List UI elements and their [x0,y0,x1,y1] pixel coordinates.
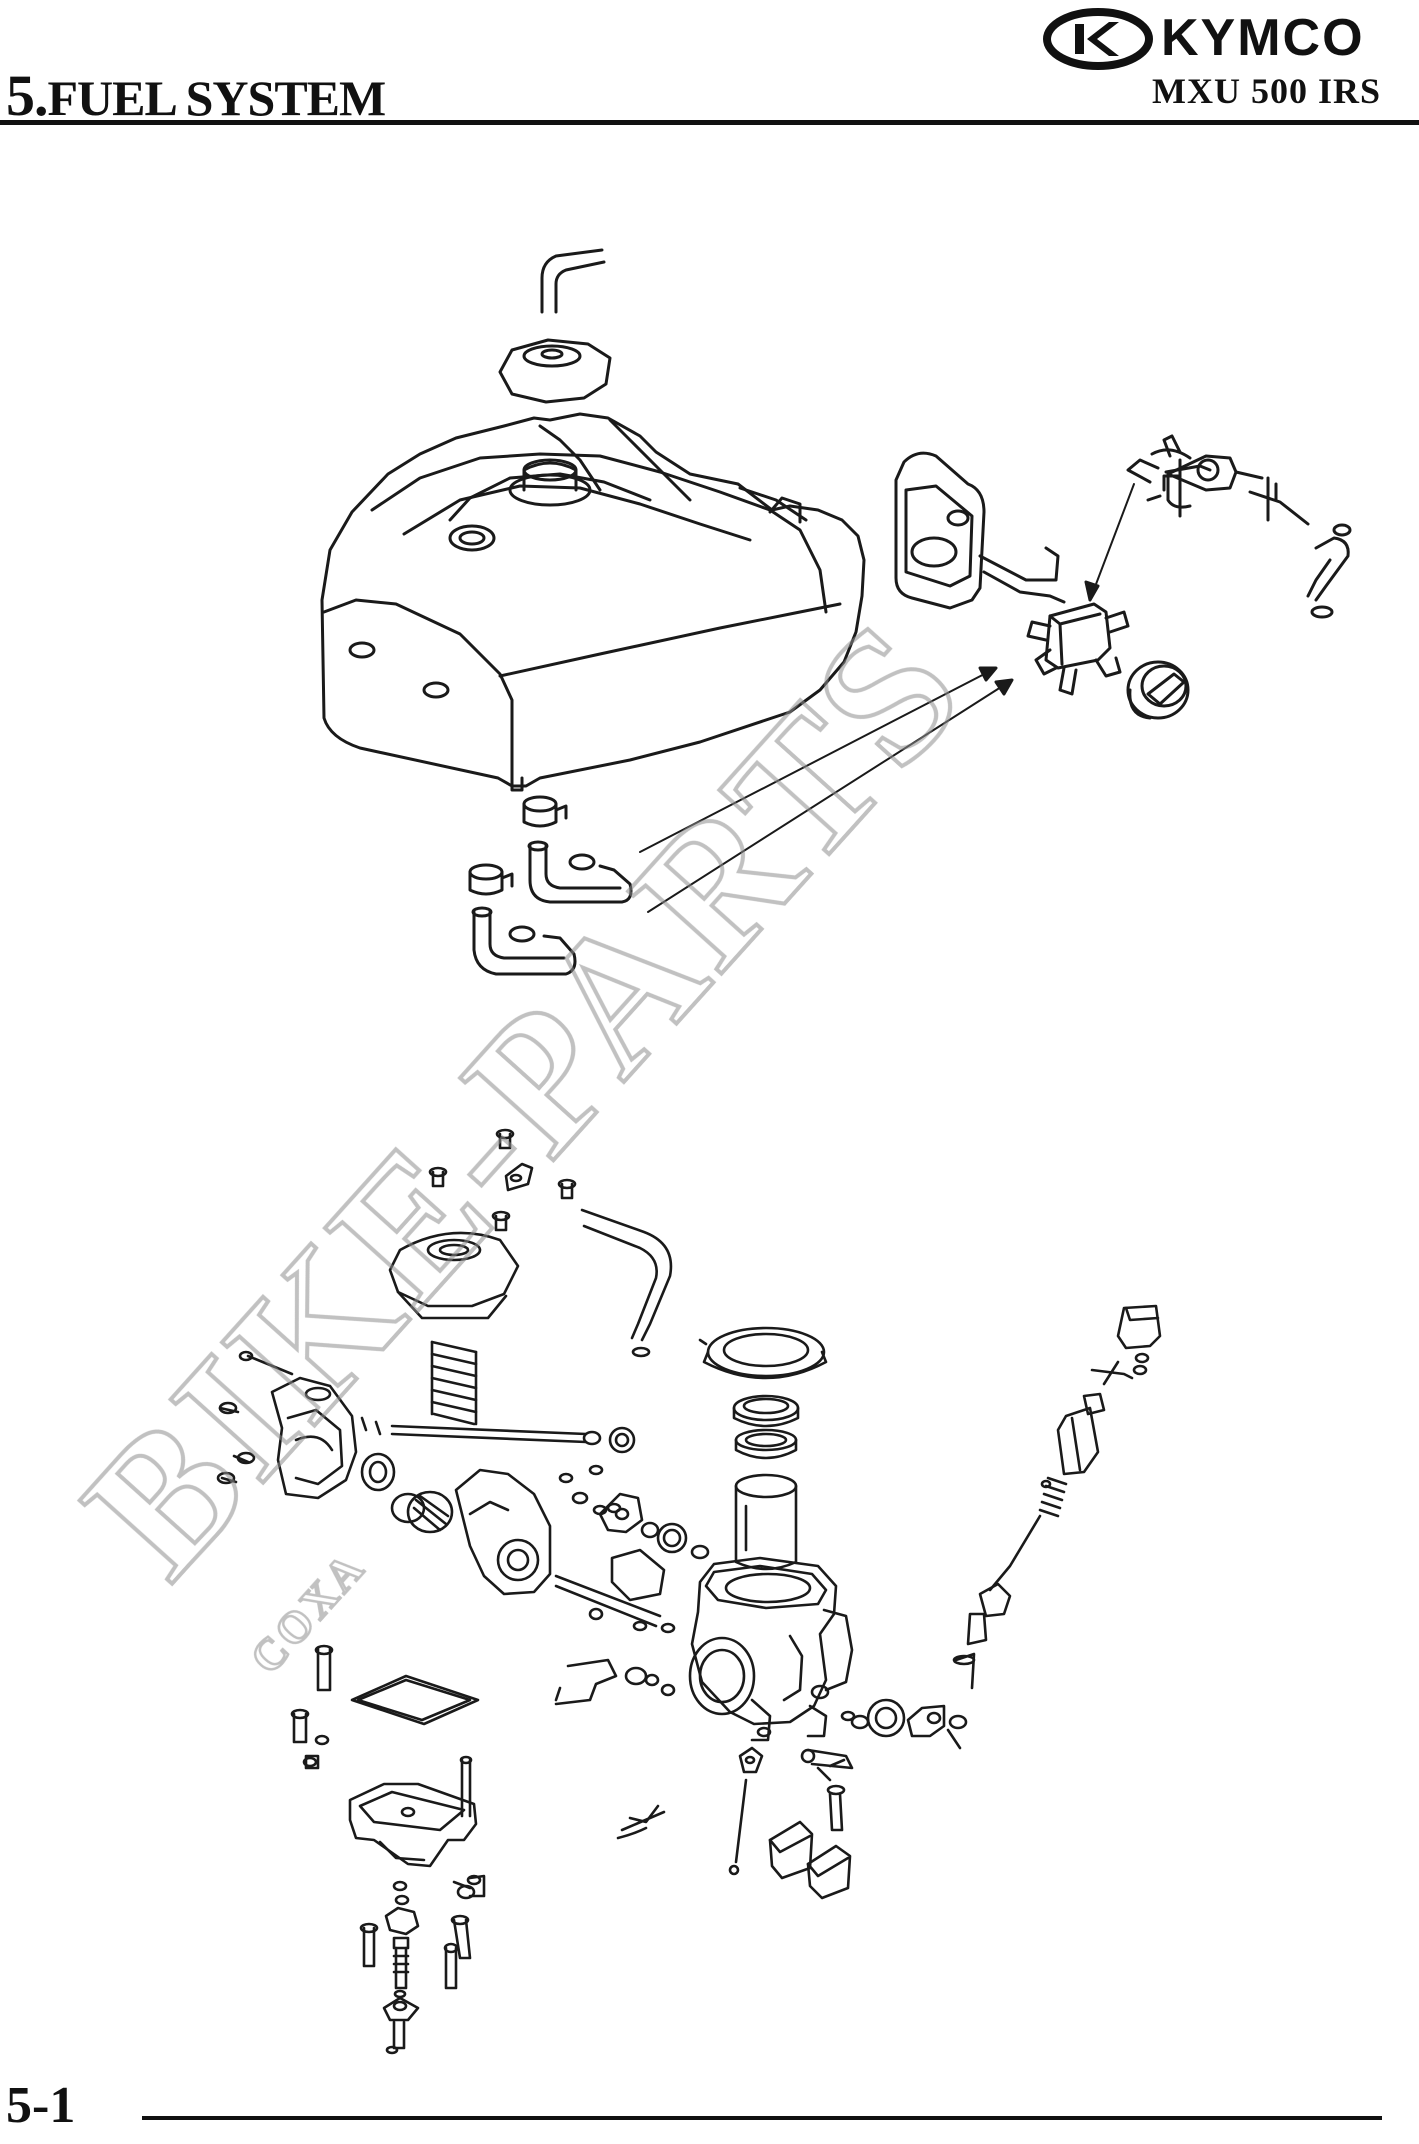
pump-rod [554,1574,676,1634]
starter-valve [952,1582,1012,1690]
section-title: 5.FUEL SYSTEM [6,62,387,129]
watermark: BIKE-PARTS COXA [43,579,1006,1684]
inline-fuel-filter [1162,434,1278,522]
section-title-text: FUEL SYSTEM [47,70,387,126]
fuel-filter-hose [1126,448,1352,619]
footer-divider [142,2116,1382,2120]
kymco-logo-icon [1043,8,1153,70]
header-divider [0,120,1419,125]
float-bowl-screws [290,1644,334,1770]
throttle-shaft [360,1416,636,1454]
fuel-valve [1026,602,1130,696]
fuel-tank [320,412,866,792]
mixture-screw [800,1748,854,1770]
page-number: 5-1 [6,2077,76,2134]
choke-plunger-parts [988,1304,1162,1592]
carburetor-body [688,1556,854,1742]
vacuum-diaphragm [698,1326,828,1380]
breather-hose [540,248,606,314]
brand-logo: KYMCO [1043,6,1403,72]
diaphragm-spring [430,1340,478,1426]
pump-linkage-parts [558,1464,710,1560]
fuel-hose-lower [471,906,577,976]
jet-needle [728,1746,764,1876]
main-jet-parts [359,1880,459,2055]
fuel-hose-clamps [468,795,596,943]
carb-screws-top [428,1128,577,1232]
choke-linkage [554,1658,676,1706]
float-pin [616,1804,666,1840]
needle-jet-holder [732,1394,800,1428]
section-number: 5. [6,63,48,128]
model-name: MXU 500 IRS [1151,71,1381,111]
float-bowl-gasket [350,1674,480,1726]
throttle-drum [360,1452,454,1534]
accelerator-pump-body [454,1468,552,1596]
fuel-valve-knob [1126,660,1190,720]
fuel-valve-bracket [894,451,1066,610]
drain-screws [816,1766,846,1832]
throttle-cover [270,1376,358,1500]
float-needle-assembly [768,1820,852,1900]
float-bowl-plug [450,1880,476,1960]
throttle-slide [734,1473,798,1571]
diaphragm-cover [388,1231,520,1320]
fuel-cap [498,338,612,404]
cable-bracket [504,1162,534,1192]
pump-diaphragm [610,1548,666,1602]
float-bowl [348,1755,486,1898]
throttle-cable-guide [216,1350,294,1485]
watermark-text: BIKE-PARTS [45,581,1004,1614]
fuel-system-exploded-diagram: BIKE-PARTS COXA [43,248,1352,2055]
idle-screw-assembly [840,1698,968,1750]
vacuum-hose [580,1208,673,1358]
needle-seal [734,1428,798,1460]
brand-name: KYMCO [1161,9,1365,67]
watermark-subtext: COXA [241,1542,375,1683]
fuel-hose-upper [527,840,633,904]
